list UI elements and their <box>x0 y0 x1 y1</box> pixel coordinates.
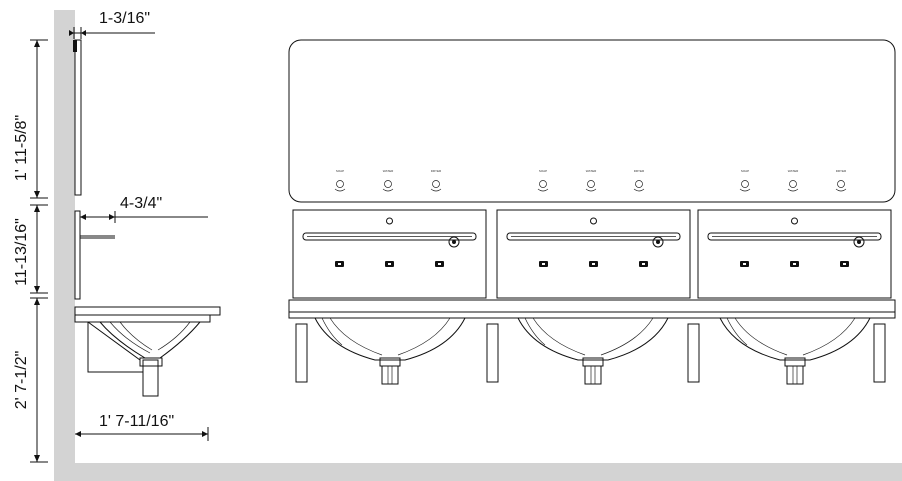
rail-knob <box>853 236 865 248</box>
basin <box>719 317 871 361</box>
control-panel-side <box>74 210 81 300</box>
wall-section <box>54 10 75 481</box>
indicator-light <box>386 217 393 225</box>
dimension-lines <box>30 27 209 463</box>
drain-trap <box>786 365 804 385</box>
dim-mirror-height: 1' 11-5/8" <box>13 115 30 181</box>
drain-trap <box>584 365 602 385</box>
rail-knob <box>448 236 460 248</box>
indicator-light <box>791 217 798 225</box>
basin <box>314 317 466 361</box>
fixture-icon: DRYER <box>431 169 442 192</box>
control-panel <box>496 209 691 299</box>
faucet-rail <box>506 232 681 241</box>
fixture-icon: SOAP <box>537 169 549 192</box>
control-panel <box>697 209 892 299</box>
leg <box>687 323 700 383</box>
floor-section <box>54 463 902 481</box>
indicator-light <box>590 217 597 225</box>
drain-trap-side <box>142 359 159 397</box>
basin <box>517 317 669 361</box>
sink-unit: SOAP WATER DRYER <box>292 169 487 385</box>
dim-dryer-zone-height: 11-13/16" <box>13 218 30 286</box>
sink-unit: SOAP WATER DRYER <box>496 169 691 385</box>
dim-counter-height: 2' 7-1/2" <box>13 351 30 410</box>
fixture-label: DRYER <box>634 169 645 173</box>
fixture-icon: SOAP <box>334 169 346 192</box>
fixture-label: DRYER <box>836 169 847 173</box>
fixture-icon: DRYER <box>836 169 847 192</box>
fixture-label: WATER <box>788 169 799 173</box>
mirror-bracket <box>73 40 77 52</box>
leg <box>486 323 499 383</box>
mirror-panel-side <box>74 39 82 196</box>
fixture-icon: SOAP <box>739 169 751 192</box>
fixture-icon: WATER <box>586 169 597 192</box>
leg <box>873 323 886 383</box>
fixture-icon: WATER <box>788 169 799 192</box>
leg <box>295 323 308 383</box>
fixture-label: SOAP <box>336 169 344 173</box>
countertop-front <box>288 299 896 319</box>
fixture-label: WATER <box>383 169 394 173</box>
sink-unit: SOAP WATER DRYER <box>697 169 892 385</box>
rail-knob <box>652 236 664 248</box>
faucet-rail <box>302 232 477 241</box>
side-section-view <box>73 39 221 397</box>
front-elevation-view: SOAP WATER DRYER SOAP WATER DRYER SOAP WATER DRY… <box>288 39 896 385</box>
control-panel <box>292 209 487 299</box>
countertop-side <box>74 306 221 316</box>
dim-panel-thickness: 1-3/16" <box>99 10 150 27</box>
fixture-label: DRYER <box>431 169 442 173</box>
fixture-label: SOAP <box>539 169 547 173</box>
faucet-rail <box>707 232 882 241</box>
mirror-front <box>288 39 896 203</box>
fixture-icon: WATER <box>383 169 394 192</box>
fixture-label: SOAP <box>741 169 749 173</box>
dim-dryer-depth: 4-3/4" <box>120 195 162 212</box>
dim-counter-depth: 1' 7-11/16" <box>99 413 174 430</box>
fixture-label: WATER <box>586 169 597 173</box>
fixture-icon: DRYER <box>634 169 645 192</box>
drain-trap <box>381 365 399 385</box>
